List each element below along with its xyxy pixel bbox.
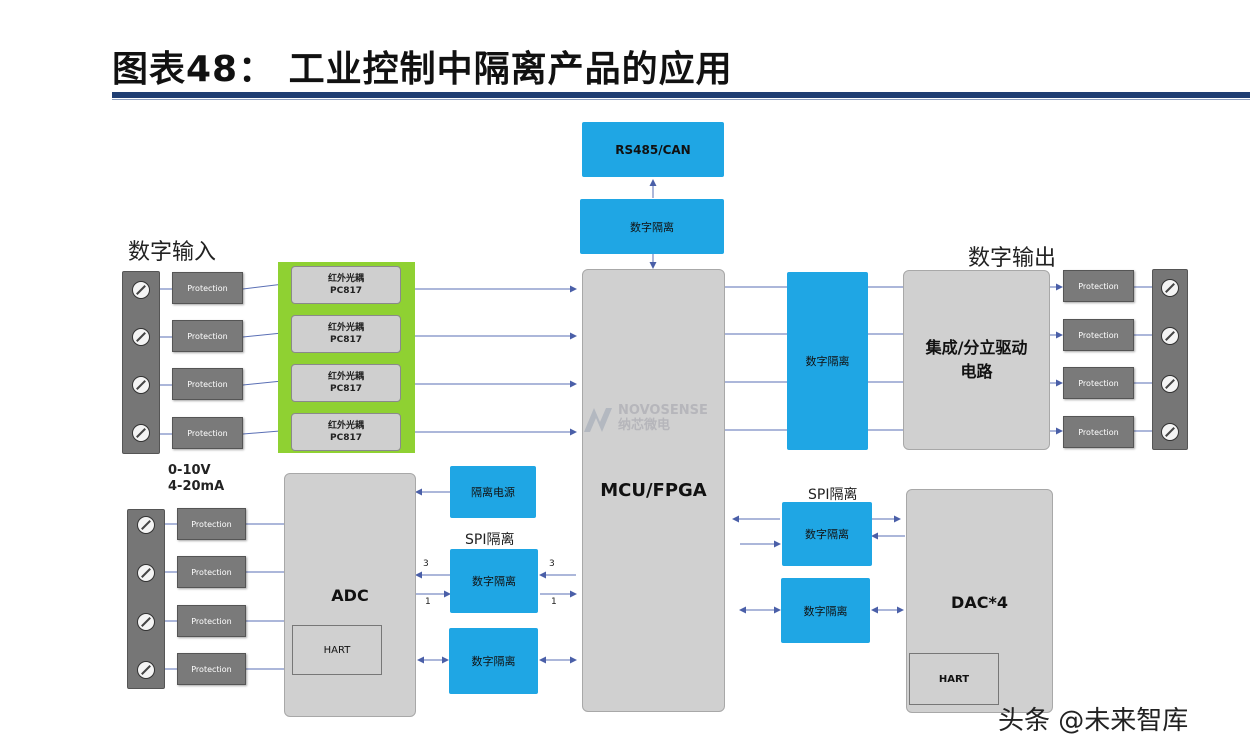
- optocoupler-model: PC817: [330, 433, 362, 443]
- analog-range-label-1: 0-10V: [168, 463, 211, 478]
- analog-range-label-2: 4-20mA: [168, 479, 225, 494]
- digital-input-terminal-block: [122, 271, 160, 454]
- optocoupler-type: 红外光耦: [327, 372, 364, 382]
- dac-label: DAC*4: [951, 593, 1008, 612]
- spi-digital-isolator-left: 数字隔离: [450, 549, 538, 613]
- analog-input-terminal-block: [127, 509, 165, 689]
- screw-icon: [132, 281, 150, 299]
- optocoupler-model: PC817: [330, 384, 362, 394]
- protection-block: Protection: [172, 272, 243, 304]
- screw-icon: [1161, 327, 1179, 345]
- digital-output-terminal-block: [1152, 269, 1188, 450]
- page-title: 图表48： 工业控制中隔离产品的应用: [112, 49, 733, 90]
- optocoupler-model: PC817: [330, 335, 362, 345]
- dac-block: DAC*4 HART: [906, 489, 1053, 713]
- driver-circuit-block: 集成/分立驱动电路: [903, 270, 1050, 450]
- optocoupler: 红外光耦 PC817: [291, 364, 401, 402]
- screw-icon: [132, 424, 150, 442]
- optocoupler: 红外光耦 PC817: [291, 315, 401, 353]
- screw-icon: [1161, 423, 1179, 441]
- protection-block: Protection: [177, 508, 246, 540]
- digital-input-label: 数字输入: [128, 240, 217, 265]
- title-rule: [112, 92, 1250, 98]
- screw-icon: [1161, 279, 1179, 297]
- title-rule-thin: [112, 99, 1250, 100]
- screw-icon: [1161, 375, 1179, 393]
- digital-isolator-output: 数字隔离: [787, 272, 868, 450]
- protection-block: Protection: [172, 417, 243, 449]
- isolated-power-block: 隔离电源: [450, 466, 536, 518]
- adc-label: ADC: [331, 586, 369, 605]
- digital-isolator-bottom-left: 数字隔离: [449, 628, 538, 694]
- screw-icon: [137, 516, 155, 534]
- optocoupler-type: 红外光耦: [327, 274, 364, 284]
- driver-circuit-label: 集成/分立驱动电路: [925, 338, 1028, 381]
- protection-block: Protection: [172, 320, 243, 352]
- protection-block: Protection: [177, 653, 246, 685]
- screw-icon: [132, 328, 150, 346]
- protection-block: Protection: [177, 605, 246, 637]
- pin-count-label: 1: [425, 597, 431, 607]
- pin-count-label: 1: [551, 597, 557, 607]
- protection-block: Protection: [1063, 416, 1134, 448]
- optocoupler-type: 红外光耦: [327, 323, 364, 333]
- adc-hart-block: HART: [292, 625, 382, 675]
- screw-icon: [132, 376, 150, 394]
- screw-icon: [137, 564, 155, 582]
- novosense-watermark: NOVOSENSE 纳芯微电: [580, 400, 730, 440]
- screw-icon: [137, 613, 155, 631]
- optocoupler-group: 红外光耦 PC817 红外光耦 PC817 红外光耦 PC817 红外光耦 PC…: [278, 262, 415, 453]
- spi-digital-isolator-right: 数字隔离: [782, 502, 872, 566]
- pin-count-label: 3: [423, 559, 429, 569]
- protection-block: Protection: [1063, 319, 1134, 351]
- watermark-brand: NOVOSENSE: [618, 403, 708, 418]
- digital-output-label: 数字输出: [968, 246, 1057, 271]
- optocoupler: 红外光耦 PC817: [291, 413, 401, 451]
- optocoupler-type: 红外光耦: [327, 421, 364, 431]
- digital-isolator-bottom-right: 数字隔离: [781, 578, 870, 643]
- watermark-brand-cn: 纳芯微电: [618, 418, 671, 433]
- dac-hart-block: HART: [909, 653, 999, 705]
- mcu-fpga-block: MCU/FPGA: [582, 269, 725, 712]
- optocoupler: 红外光耦 PC817: [291, 266, 401, 304]
- spi-isolation-label-right: SPI隔离: [808, 487, 858, 503]
- source-watermark: 头条 @未来智库: [998, 706, 1189, 736]
- protection-block: Protection: [177, 556, 246, 588]
- protection-block: Protection: [1063, 270, 1134, 302]
- novosense-logo-icon: [584, 408, 612, 432]
- pin-count-label: 3: [549, 559, 555, 569]
- adc-block: ADC HART: [284, 473, 416, 717]
- protection-block: Protection: [172, 368, 243, 400]
- optocoupler-model: PC817: [330, 286, 362, 296]
- spi-isolation-label-left: SPI隔离: [465, 532, 515, 548]
- screw-icon: [137, 661, 155, 679]
- mcu-fpga-label: MCU/FPGA: [600, 480, 707, 501]
- rs485-can-block: RS485/CAN: [582, 122, 724, 177]
- protection-block: Protection: [1063, 367, 1134, 399]
- digital-isolator-top: 数字隔离: [580, 199, 724, 254]
